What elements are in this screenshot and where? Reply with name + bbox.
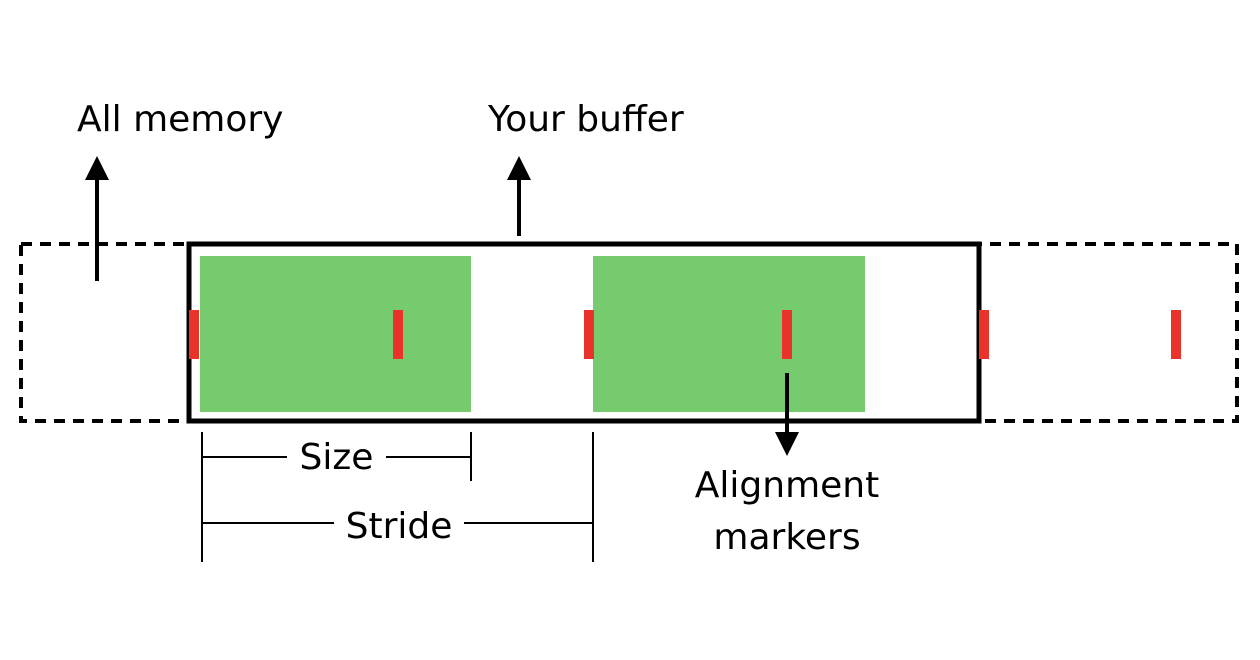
alignment-marker bbox=[782, 310, 792, 359]
alignment-markers-label-line1: Alignment bbox=[694, 465, 880, 506]
alignment-markers-label-line2: markers bbox=[713, 517, 861, 558]
alignment-marker bbox=[1171, 310, 1181, 359]
buffer-element-2 bbox=[593, 256, 865, 412]
alignment-marker bbox=[979, 310, 989, 359]
your-buffer-label: Your buffer bbox=[488, 99, 684, 140]
alignment-marker bbox=[189, 310, 199, 359]
all-memory-label: All memory bbox=[77, 99, 284, 140]
buffer-element-1 bbox=[200, 256, 471, 412]
alignment-marker bbox=[393, 310, 403, 359]
alignment-marker bbox=[584, 310, 594, 359]
stride-label: Stride bbox=[345, 506, 453, 547]
size-label: Size bbox=[299, 437, 374, 478]
